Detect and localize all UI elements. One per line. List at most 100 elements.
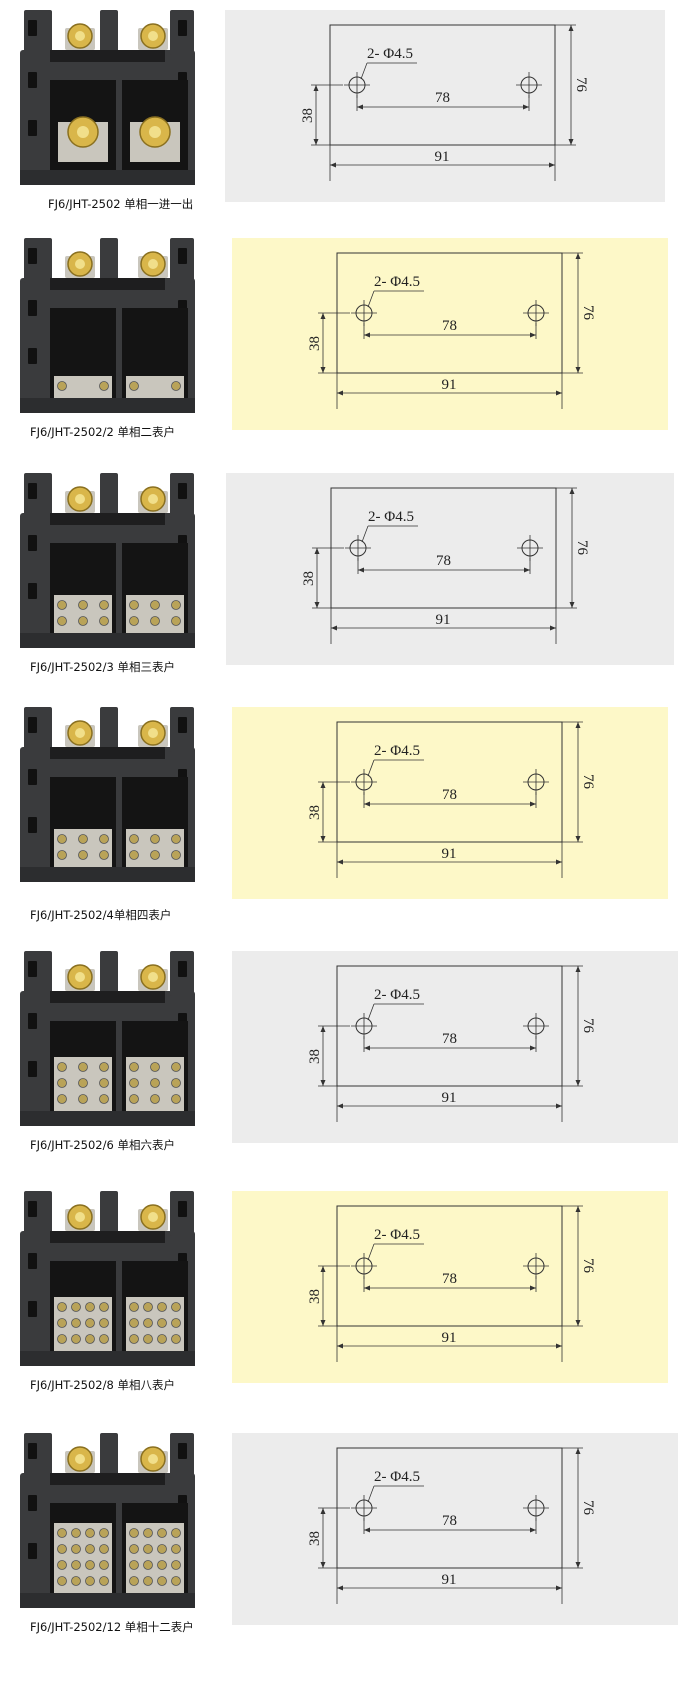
- screw-icon: [171, 1334, 181, 1344]
- screw-icon: [78, 1078, 88, 1088]
- hole-diameter-label: 2- Φ4.5: [368, 509, 414, 525]
- product-caption: FJ6/JHT-2502/8 单相八表户: [30, 1378, 175, 1392]
- screw-icon: [57, 850, 67, 860]
- screw-icon: [99, 1576, 109, 1586]
- vertical-offset-label: 38: [307, 1531, 323, 1546]
- screw-icon: [71, 1334, 81, 1344]
- screw-icon: [171, 834, 181, 844]
- width-label: 91: [442, 377, 457, 393]
- product-caption: FJ6/JHT-2502/4单相四表户: [30, 908, 172, 922]
- terminal-block-image: [20, 10, 195, 185]
- hole-spacing-label: 78: [442, 1031, 457, 1047]
- screw-icon: [171, 1528, 181, 1538]
- screw-icon: [99, 834, 109, 844]
- screw-icon: [157, 1528, 167, 1538]
- terminal-block-photo: [20, 238, 195, 417]
- brass-screw-icon: [138, 1446, 168, 1473]
- hole-spacing-label: 78: [442, 318, 457, 334]
- screw-icon: [129, 850, 139, 860]
- terminal-block-image: [20, 238, 195, 413]
- vertical-offset-label: 38: [301, 571, 317, 586]
- screw-icon: [171, 616, 181, 626]
- width-label: 91: [442, 846, 457, 862]
- screw-icon: [129, 1078, 139, 1088]
- terminal-block-image: [20, 951, 195, 1126]
- screw-icon: [157, 1560, 167, 1570]
- screw-icon: [129, 1062, 139, 1072]
- screw-icon: [57, 1094, 67, 1104]
- product-caption: FJ6/JHT-2502/2 单相二表户: [30, 425, 175, 439]
- screw-icon: [57, 616, 67, 626]
- brass-screw-icon: [65, 720, 95, 747]
- terminal-compartment: [122, 80, 188, 170]
- hole-spacing-label: 78: [442, 1513, 457, 1529]
- terminal-compartment: [50, 777, 116, 867]
- height-label: 76: [580, 774, 596, 790]
- screw-icon: [99, 1544, 109, 1554]
- screw-icon: [71, 1528, 81, 1538]
- width-label: 91: [442, 1572, 457, 1588]
- screw-icon: [57, 1528, 67, 1538]
- hole-spacing-label: 78: [442, 1271, 457, 1287]
- terminal-block-photo: [20, 951, 195, 1130]
- height-label: 76: [580, 305, 596, 321]
- screw-icon: [99, 1094, 109, 1104]
- screw-icon: [171, 1560, 181, 1570]
- screw-icon: [129, 616, 139, 626]
- vertical-offset-label: 38: [307, 336, 323, 351]
- screw-icon: [99, 600, 109, 610]
- terminal-compartment: [50, 1261, 116, 1351]
- product-caption: FJ6/JHT-2502/6 单相六表户: [30, 1138, 175, 1152]
- screw-icon: [85, 1334, 95, 1344]
- vertical-offset-label: 38: [300, 108, 316, 123]
- terminal-block-photo: [20, 1433, 195, 1612]
- screw-icon: [143, 1528, 153, 1538]
- width-label: 91: [442, 1090, 457, 1106]
- screw-icon: [99, 381, 109, 391]
- terminal-compartment: [122, 1503, 188, 1593]
- terminal-compartment: [122, 308, 188, 398]
- screw-icon: [143, 1560, 153, 1570]
- height-label: 76: [580, 1258, 596, 1274]
- screw-icon: [78, 616, 88, 626]
- height-label: 76: [580, 1500, 596, 1516]
- screw-icon: [157, 1318, 167, 1328]
- screw-icon: [171, 1094, 181, 1104]
- screw-icon: [99, 1560, 109, 1570]
- screw-icon: [85, 1528, 95, 1538]
- width-label: 91: [442, 1330, 457, 1346]
- screw-icon: [78, 1094, 88, 1104]
- screw-icon: [57, 1302, 67, 1312]
- screw-icon: [129, 381, 139, 391]
- screw-icon: [78, 600, 88, 610]
- brass-screw-icon: [138, 720, 168, 747]
- screw-icon: [99, 1528, 109, 1538]
- screw-icon: [57, 1560, 67, 1570]
- screw-icon: [157, 1544, 167, 1554]
- screw-icon: [71, 1560, 81, 1570]
- screw-icon: [171, 1062, 181, 1072]
- terminal-compartment: [122, 777, 188, 867]
- screw-icon: [171, 600, 181, 610]
- screw-icon: [143, 1318, 153, 1328]
- screw-icon: [150, 850, 160, 860]
- brass-screw-icon: [138, 964, 168, 991]
- screw-icon: [171, 1318, 181, 1328]
- hole-spacing-label: 78: [435, 90, 450, 106]
- screw-icon: [157, 1576, 167, 1586]
- hole-spacing-label: 78: [442, 787, 457, 803]
